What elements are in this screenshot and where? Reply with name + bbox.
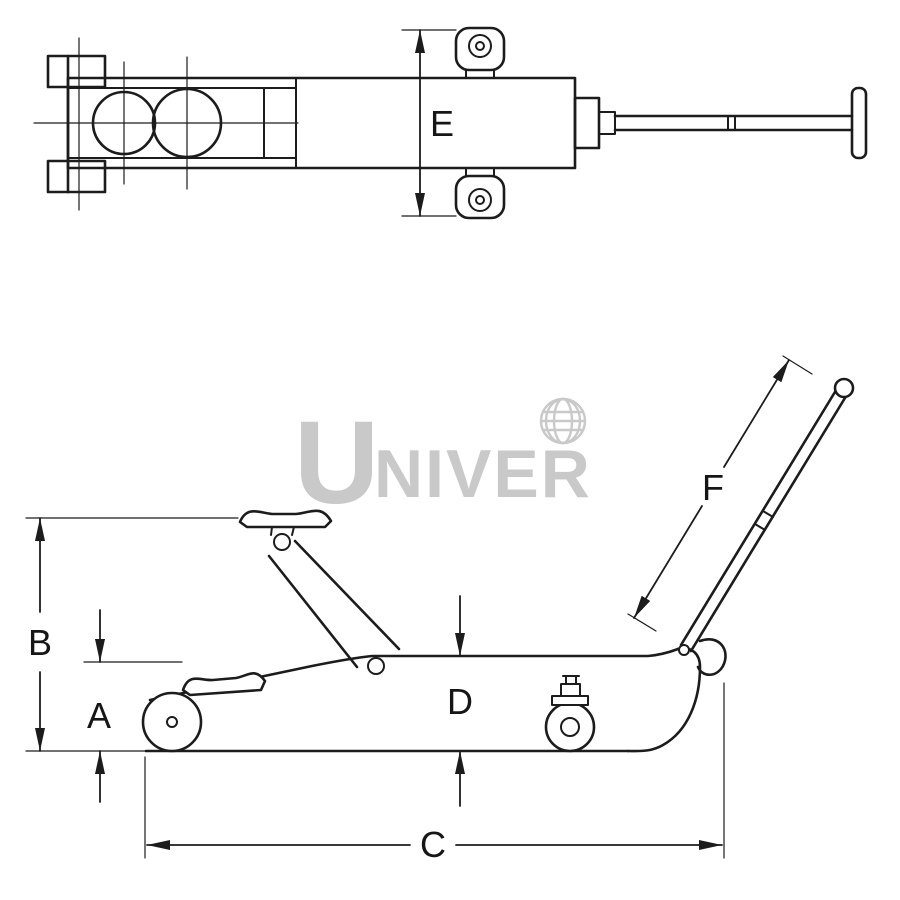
side-view: [141, 377, 855, 753]
handle-grip-end: [833, 377, 855, 399]
pump-handle: [678, 377, 855, 677]
rear-hook: [696, 638, 727, 677]
handle-pivot: [678, 644, 690, 656]
watermark-text-rest: NIVER: [374, 436, 592, 512]
dimension-A: A: [83, 609, 183, 803]
handle-rod-top-view: [613, 86, 868, 160]
release-lever: [181, 672, 267, 697]
dimension-C: C: [144, 682, 725, 865]
watermark-letter-u: U: [294, 397, 379, 529]
front-wheel: [141, 691, 203, 753]
watermark: U NIVER: [294, 397, 592, 529]
pump-unit-top-view: [573, 96, 616, 150]
saddle-top-view: [33, 56, 299, 190]
rear-caster: [544, 675, 596, 753]
lift-arm: [267, 533, 401, 675]
dimension-D: D: [447, 595, 473, 807]
caster-top: [454, 26, 506, 79]
chassis-profile: [144, 647, 702, 753]
saddle-side-view: [238, 509, 333, 536]
dim-label-C: C: [420, 824, 446, 865]
dimensions: B A D C F: [25, 355, 813, 865]
dim-label-B: B: [28, 622, 52, 663]
caster-bottom: [454, 167, 506, 220]
globe-icon: [539, 397, 587, 445]
dim-label-D: D: [447, 681, 473, 722]
dimension-E: E: [401, 29, 457, 217]
dim-label-E: E: [430, 103, 454, 144]
dim-label-A: A: [87, 695, 111, 736]
dimension-F: F: [627, 355, 813, 632]
dimension-B: B: [25, 517, 239, 752]
top-view: E: [33, 26, 868, 220]
dim-label-F: F: [702, 467, 724, 508]
